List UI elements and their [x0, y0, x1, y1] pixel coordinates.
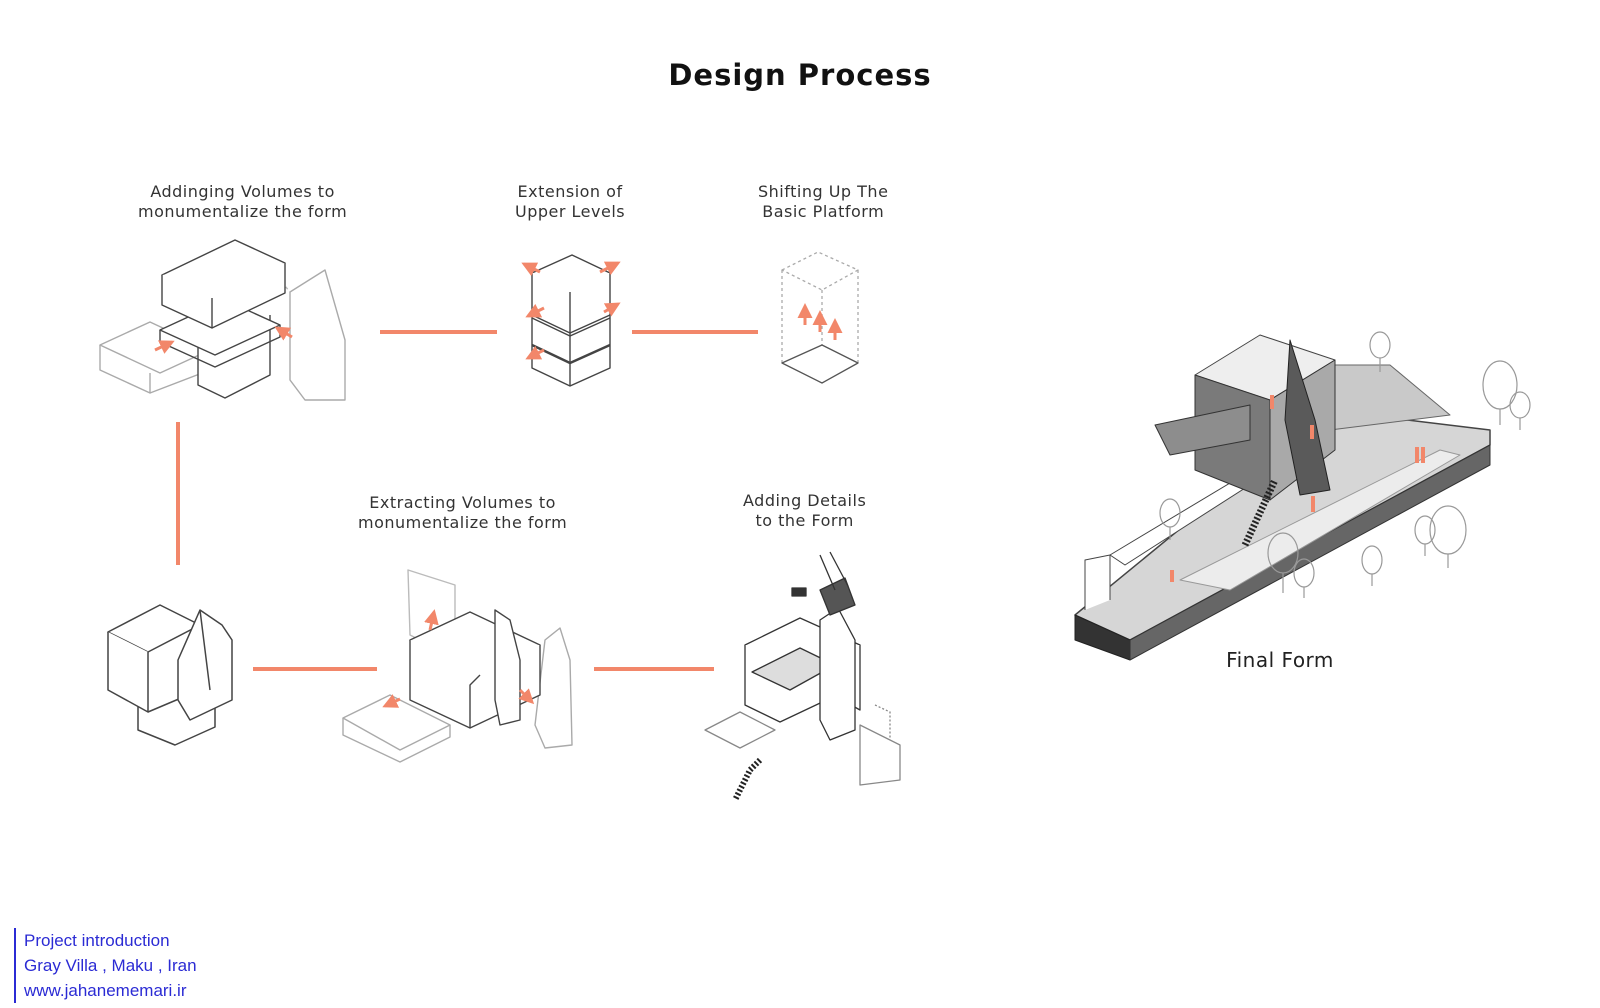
credits-location: Gray Villa , Maku , Iran: [24, 956, 197, 975]
final-form-label: Final Form: [1226, 648, 1334, 672]
step-label-adding-volumes: Addinging Volumes to monumentalize the f…: [138, 182, 347, 222]
step-label-adding-details: Adding Details to the Form: [743, 491, 866, 531]
base-massing-drawing: [107, 604, 233, 746]
step-label-line: Upper Levels: [515, 202, 626, 221]
step-label-line: Extracting Volumes to: [369, 493, 556, 512]
step-label-extracting: Extracting Volumes to monumentalize the …: [358, 493, 567, 533]
step-4-drawing: [342, 569, 573, 763]
step-5-drawing: [704, 551, 901, 802]
step-label-line: Adding Details: [743, 491, 867, 510]
step-label-extension: Extension of Upper Levels: [515, 182, 625, 222]
step-label-line: Extension of: [517, 182, 623, 201]
step-label-line: monumentalize the form: [138, 202, 348, 221]
credits-website-link[interactable]: www.jahanememari.ir: [24, 981, 187, 1000]
step-2-drawing: [521, 254, 621, 387]
credits-project-intro: Project introduction: [24, 931, 170, 950]
final-form-drawing: [1074, 331, 1531, 661]
step-label-line: Addinging Volumes to: [150, 182, 335, 201]
step-3-drawing: [781, 251, 859, 384]
credits-block: Project introduction Gray Villa , Maku ,…: [14, 928, 197, 1003]
step-1-drawing: [99, 239, 346, 401]
step-label-shifting-up: Shifting Up The Basic Platform: [758, 182, 888, 222]
tree-icons: [1159, 331, 1531, 598]
page-title: Design Process: [668, 58, 932, 92]
connector-lines: [176, 330, 758, 671]
people-icons: [1170, 395, 1425, 582]
step-label-line: Basic Platform: [762, 202, 885, 221]
step-label-line: monumentalize the form: [358, 513, 568, 532]
step-label-line: Shifting Up The: [758, 182, 889, 201]
step-label-line: to the Form: [755, 511, 854, 530]
